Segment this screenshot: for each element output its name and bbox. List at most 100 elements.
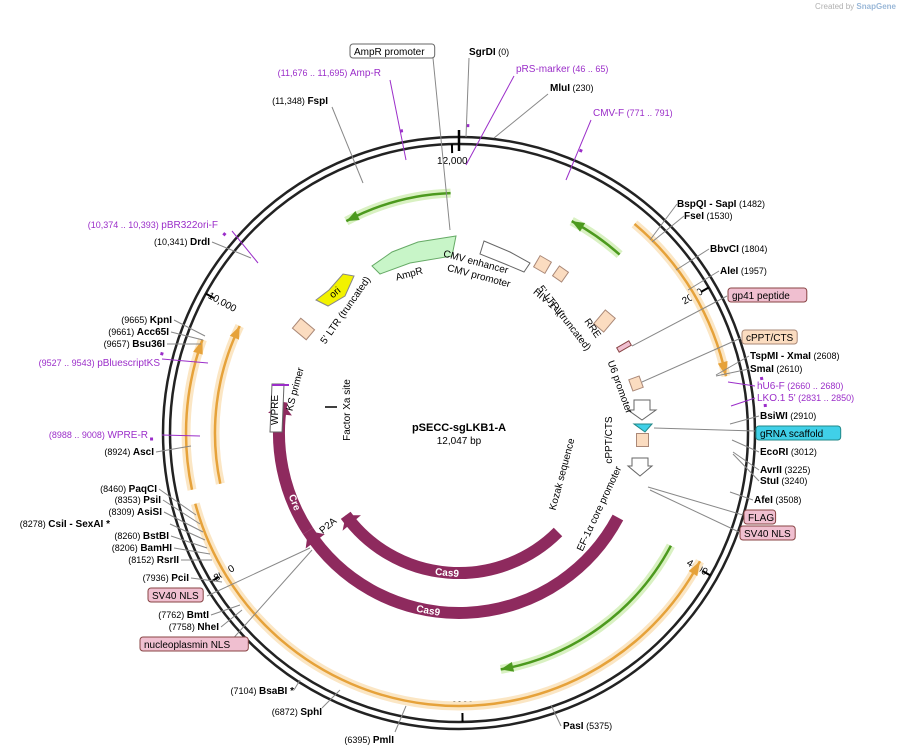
enzyme-label-PmlI-part: (6395) — [344, 735, 373, 745]
enzyme-label-PaqCI: (8460) PaqCI — [100, 484, 157, 495]
enzyme-label-PsiI-part: PsiI — [143, 495, 161, 506]
primer-label-part: (9527 .. 9543) — [39, 358, 98, 368]
primer-label: (9527 .. 9543) pBluescriptKS — [39, 358, 161, 369]
grna-label-leader — [653, 427, 756, 432]
enzyme-label-FspI-leader — [331, 106, 364, 184]
enzyme-label-AvrII: AvrII (3225) — [760, 465, 810, 476]
enzyme-label-FseI-part: (1530) — [704, 211, 733, 221]
sv40-left-label-box — [147, 587, 204, 603]
enzyme-label-Acc65I: (9661) Acc65I — [108, 327, 169, 338]
enzyme-label-BamHI: (8206) BamHI — [112, 543, 172, 554]
primer-mark — [222, 232, 227, 237]
primer-label-part: CMV-F — [593, 108, 624, 119]
gp41-box — [616, 340, 632, 353]
orange-arc-left-outer — [184, 339, 204, 491]
ampr-label: AmpR — [395, 266, 425, 284]
enzyme-label-KpnI-part: (9665) — [121, 315, 150, 325]
enzyme-label-FseI: FseI (1530) — [684, 211, 733, 222]
flag-label-box — [743, 509, 777, 525]
enzyme-label-KpnI-leader — [173, 319, 206, 337]
enzyme-label-PmlI-part: PmlI — [373, 735, 394, 746]
ampr-promoter-label: AmpR promoter — [354, 47, 425, 58]
primer-leader — [565, 119, 592, 181]
enzyme-label-SphI-part: SphI — [300, 707, 322, 718]
enzyme-label-BstBI-part: BstBI — [143, 531, 169, 542]
enzyme-label-PaqCI-part: PaqCI — [129, 484, 158, 495]
green-arc-top-glow — [344, 188, 451, 226]
enzyme-label-AscI: (8924) AscI — [104, 447, 154, 458]
primer-label: (11,676 .. 11,695) Amp-R — [278, 68, 381, 79]
enzyme-label-BspQI-part: (1482) — [736, 199, 765, 209]
enzyme-label-SmaI-leader — [715, 368, 750, 377]
ori-label: ori — [328, 285, 344, 301]
primer-leader — [727, 381, 756, 387]
enzyme-label-SgrDI: SgrDI (0) — [469, 47, 509, 58]
enzyme-label-NheI: (7758) NheI — [169, 622, 219, 633]
enzyme-label-AfeI-part: (3508) — [773, 495, 802, 505]
enzyme-label-BbvCI-part: (1804) — [739, 244, 768, 254]
orange-arc-left-inner-glow — [210, 324, 244, 485]
enzyme-label-PsiI-leader — [162, 499, 201, 525]
cppt-label-box — [741, 329, 798, 345]
enzyme-label-NheI-leader — [220, 609, 243, 628]
enzyme-label-FspI-part: FspI — [307, 96, 328, 107]
enzyme-label-NheI-part: (7758) — [169, 622, 198, 632]
primer-label: (8988 .. 9008) WPRE-R — [49, 430, 148, 441]
enzyme-label-BbvCI: BbvCI (1804) — [710, 244, 767, 255]
ltr-right-label: 5' LTR (truncated) — [535, 284, 593, 353]
kozak-label: Kozak sequence — [548, 437, 578, 512]
cas9-outer-arc-head — [305, 531, 325, 549]
enzyme-label-BspQI: BspQI - SapI (1482) — [677, 199, 765, 210]
enzyme-label-BsiWI-leader — [729, 415, 760, 425]
enzyme-label-BsaBI: (7104) BsaBI * — [230, 686, 294, 697]
enzyme-label-PciI-part: PciI — [171, 573, 189, 584]
primer-label-part: WPRE-R — [107, 430, 148, 441]
enzyme-label-BsiWI: BsiWI (2910) — [760, 411, 816, 422]
enzyme-label-PciI-leader — [190, 577, 223, 583]
snapgene-logo: SnapGene — [856, 2, 896, 11]
enzyme-label-AleI-part: AleI — [720, 266, 739, 277]
enzyme-label-AleI-part: (1957) — [738, 266, 767, 276]
enzyme-label-MluI-leader — [493, 93, 549, 139]
primer-label-part: (10,374 .. 10,393) — [88, 220, 162, 230]
enzyme-label-AleI: AleI (1957) — [720, 266, 767, 277]
u6-arrow — [626, 399, 658, 421]
enzyme-label-AsiSI: (8309) AsiSI — [108, 507, 162, 518]
primer-mark — [399, 129, 404, 133]
sv40-right-label: SV40 NLS — [744, 529, 791, 540]
enzyme-label-PmlI: (6395) PmlI — [344, 735, 394, 746]
primer-label-part: pBR322ori-F — [161, 220, 218, 231]
ks-primer-label: KS primer — [285, 366, 307, 412]
enzyme-label-AvrII-part: (3225) — [782, 465, 811, 475]
primer-mark — [160, 351, 164, 356]
enzyme-label-FspI: (11,348) FspI — [272, 96, 328, 107]
enzyme-label-FseI-leader — [651, 215, 685, 243]
enzyme-label-EcoRI-leader — [731, 439, 760, 453]
ampr-promoter-label-box — [349, 43, 436, 59]
enzyme-label-AsiSI-part: AsiSI — [137, 507, 162, 518]
enzyme-label-Acc65I-leader — [170, 331, 204, 341]
primer-label-part: (46 .. 65) — [570, 64, 609, 74]
ampr-arrow — [371, 235, 457, 275]
enzyme-label-DrdI-leader — [211, 241, 252, 259]
orange-arc-left-inner — [213, 325, 241, 484]
enzyme-label-AvrII-leader — [732, 451, 760, 471]
primer-leader — [389, 79, 407, 161]
enzyme-label-PasI: PasI (5375) — [563, 721, 612, 732]
enzyme-label-MluI-part: MluI — [550, 83, 570, 94]
enzyme-label-BsaBI-part: (7104) — [230, 686, 259, 696]
plasmid-name: pSECC-sgLKB1-A — [412, 422, 506, 434]
enzyme-label-FseI-part: FseI — [684, 211, 704, 222]
primer-label-part: Amp-R — [350, 68, 381, 79]
enzyme-label-CsiI-part: CsiI — [48, 519, 67, 530]
enzyme-label-PaqCI-part: (8460) — [100, 484, 129, 494]
primer-label-part: (8988 .. 9008) — [49, 430, 108, 440]
enzyme-label-RsrII-part: (8152) — [128, 555, 157, 565]
grna-label: gRNA scaffold — [760, 429, 823, 440]
orange-arc-left-outer-head — [193, 339, 203, 355]
tick-label: 10,000 — [206, 290, 238, 315]
primer-label: hU6-F (2660 .. 2680) — [757, 381, 843, 392]
enzyme-label-PasI-leader — [550, 704, 562, 727]
orange-arc-cppt-head — [717, 361, 728, 377]
